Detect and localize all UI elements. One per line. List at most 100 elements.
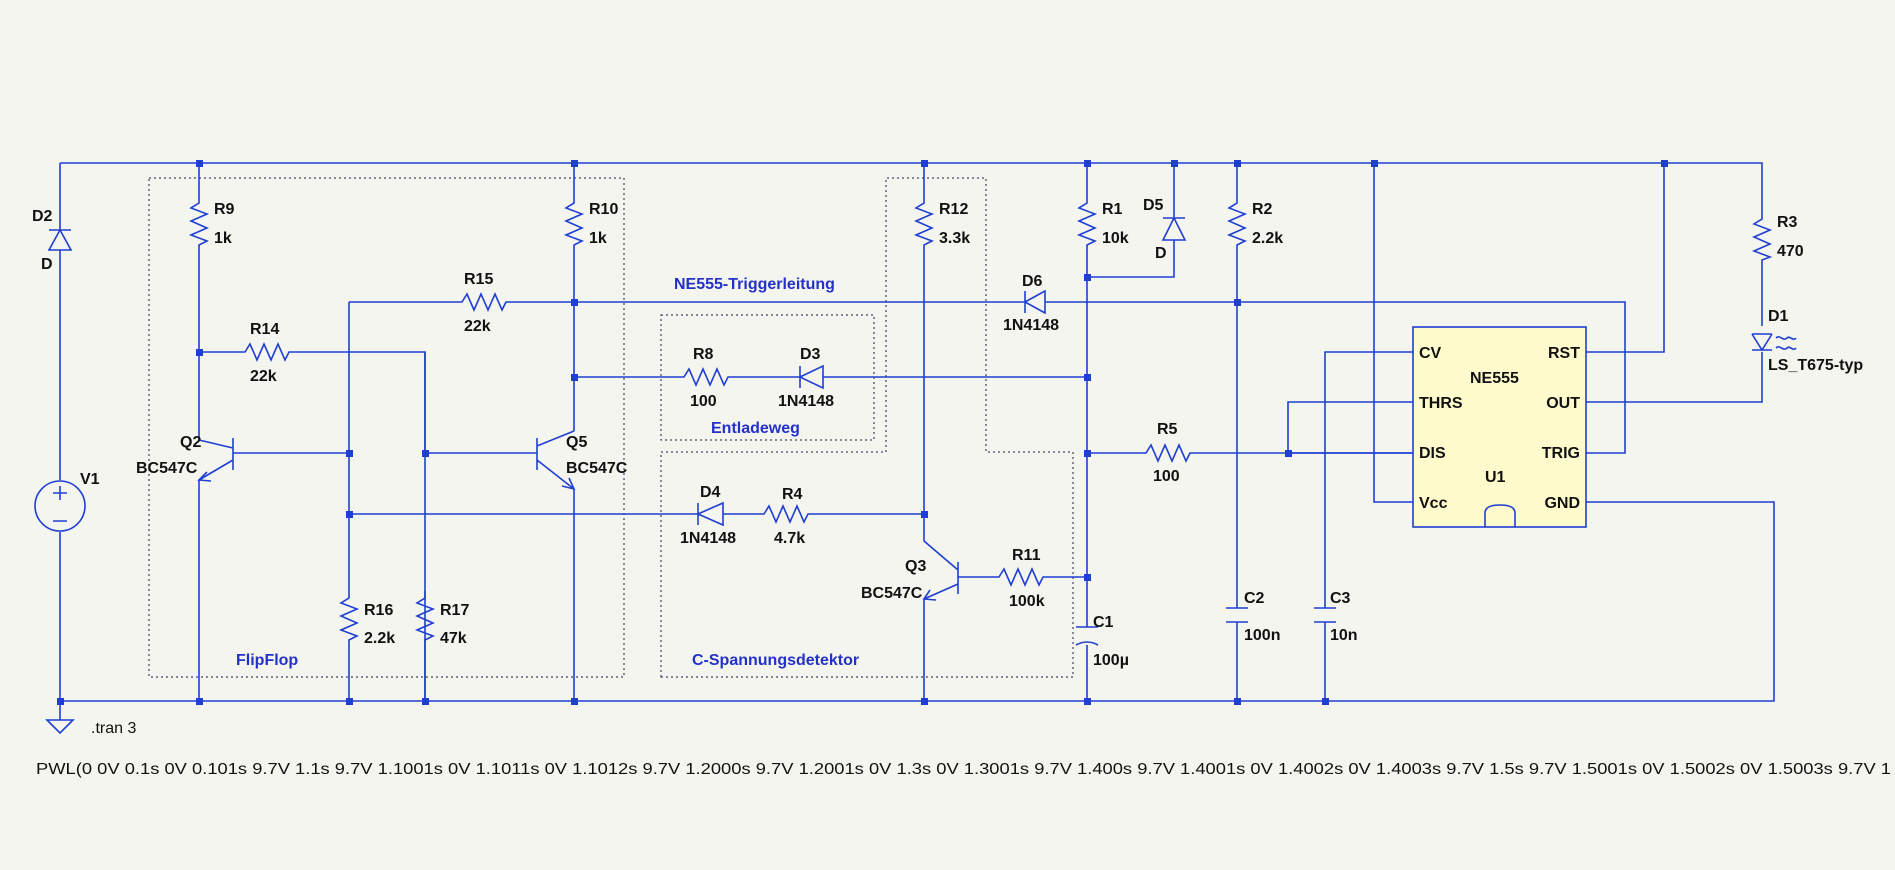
flipflop-label: FlipFlop [236,652,298,669]
pin-thrs-label: THRS [1419,395,1463,412]
c2-name: C2 [1244,590,1265,607]
r17-value: 47k [440,630,467,647]
diode-d6[interactable]: D6 1N4148 [1003,273,1059,334]
resistor-r5[interactable]: R5 100 [1140,421,1194,485]
d2-name: D2 [32,208,53,225]
resistor-r1[interactable]: R1 10k [1076,196,1129,251]
ne555-part-label: NE555 [1470,370,1519,387]
r10-name: R10 [589,201,618,218]
resistor-r9[interactable]: R9 1k [188,196,235,251]
d3-name: D3 [800,346,821,363]
capacitor-c2[interactable]: C2 100n [1226,590,1280,644]
r9-name: R9 [214,201,235,218]
voltage-source-v1[interactable]: V1 [34,471,100,532]
resistor-r15[interactable]: R15 22k [456,271,508,335]
r3-name: R3 [1777,214,1798,231]
r17-name: R17 [440,602,469,619]
d2-value: D [41,256,53,273]
resistor-r3[interactable]: R3 470 [1751,212,1804,264]
r16-name: R16 [364,602,393,619]
d4-name: D4 [700,484,721,501]
r12-name: R12 [939,201,968,218]
u1-name: U1 [1485,469,1506,486]
r4-name: R4 [782,486,803,503]
c1-value: 100µ [1093,652,1129,669]
r2-name: R2 [1252,201,1273,218]
detector-block [660,177,1074,678]
entladeweg-label: Entladeweg [711,420,800,437]
resistor-r8[interactable]: R8 100 [678,346,731,410]
r4-value: 4.7k [774,530,805,547]
r3-value: 470 [1777,243,1804,260]
diode-d4[interactable]: D4 1N4148 [680,484,736,547]
ground-symbol [45,719,75,735]
r11-name: R11 [1012,547,1041,564]
r1-value: 10k [1102,230,1129,247]
transistor-q5[interactable]: Q5 BC547C [536,430,628,491]
r11-value: 100k [1009,593,1045,610]
r14-name: R14 [250,321,279,338]
flipflop-block [148,177,625,678]
r8-name: R8 [693,346,714,363]
detector-label: C-Spannungsdetektor [692,652,859,669]
r15-name: R15 [464,271,493,288]
capacitor-c3[interactable]: C3 10n [1314,590,1358,644]
d6-name: D6 [1022,273,1043,290]
q3-value: BC547C [861,585,923,602]
resistor-r12[interactable]: R12 3.3k [913,196,970,251]
diode-d3[interactable]: D3 1N4148 [778,346,834,410]
c3-value: 10n [1330,627,1358,644]
junction-dots [57,160,1668,705]
q2-name: Q2 [180,434,201,451]
diode-d2[interactable]: D2 D [32,208,73,273]
q3-name: Q3 [905,558,926,575]
tran-directive: .tran 3 [91,720,136,737]
ne555-chip-u1[interactable]: NE555 U1 CV THRS DIS Vcc RST OUT TRIG GN… [1412,326,1587,528]
r9-value: 1k [214,230,232,247]
pin-gnd-label: GND [1544,495,1580,512]
r5-name: R5 [1157,421,1178,438]
pin-out-label: OUT [1546,395,1580,412]
q5-name: Q5 [566,434,587,451]
wiring [59,162,1775,720]
resistor-r10[interactable]: R10 1k [563,196,618,251]
r16-value: 2.2k [364,630,395,647]
resistor-r16[interactable]: R16 2.2k [338,591,395,647]
diode-d5[interactable]: D5 D [1143,197,1187,262]
resistor-r11[interactable]: R11 100k [993,547,1048,610]
c3-name: C3 [1330,590,1351,607]
r8-value: 100 [690,393,717,410]
transistor-q3[interactable]: Q3 BC547C [861,540,959,602]
trigger-line-label: NE555-Triggerleitung [674,276,835,293]
q2-value: BC547C [136,460,198,477]
transistor-q2[interactable]: Q2 BC547C [136,434,234,482]
d1-value: LS_T675-typ [1768,357,1863,374]
resistor-r17[interactable]: R17 47k [414,591,469,647]
r15-value: 22k [464,318,491,335]
r1-name: R1 [1102,201,1123,218]
d4-value: 1N4148 [680,530,736,547]
d5-value: D [1155,245,1167,262]
led-d1[interactable]: D1 LS_T675-typ [1751,308,1863,374]
d1-name: D1 [1768,308,1789,325]
c1-name: C1 [1093,614,1114,631]
capacitor-c1[interactable]: C1 100µ [1075,614,1129,669]
pwl-directive: PWL(0 0V 0.1s 0V 0.101s 9.7V 1.1s 9.7V 1… [36,761,1891,778]
d5-name: D5 [1143,197,1164,214]
pin-trig-label: TRIG [1542,445,1580,462]
r2-value: 2.2k [1252,230,1283,247]
d3-value: 1N4148 [778,393,834,410]
q5-value: BC547C [566,460,628,477]
c2-value: 100n [1244,627,1280,644]
r5-value: 100 [1153,468,1180,485]
resistor-r2[interactable]: R2 2.2k [1226,196,1283,251]
d6-value: 1N4148 [1003,317,1059,334]
pin-dis-label: DIS [1419,445,1446,462]
pin-cv-label: CV [1419,345,1442,362]
resistor-r14[interactable]: R14 22k [239,321,294,385]
v1-name: V1 [80,471,100,488]
r12-value: 3.3k [939,230,970,247]
pin-vcc-label: Vcc [1419,495,1448,512]
resistor-r4[interactable]: R4 4.7k [758,486,812,547]
r10-value: 1k [589,230,607,247]
